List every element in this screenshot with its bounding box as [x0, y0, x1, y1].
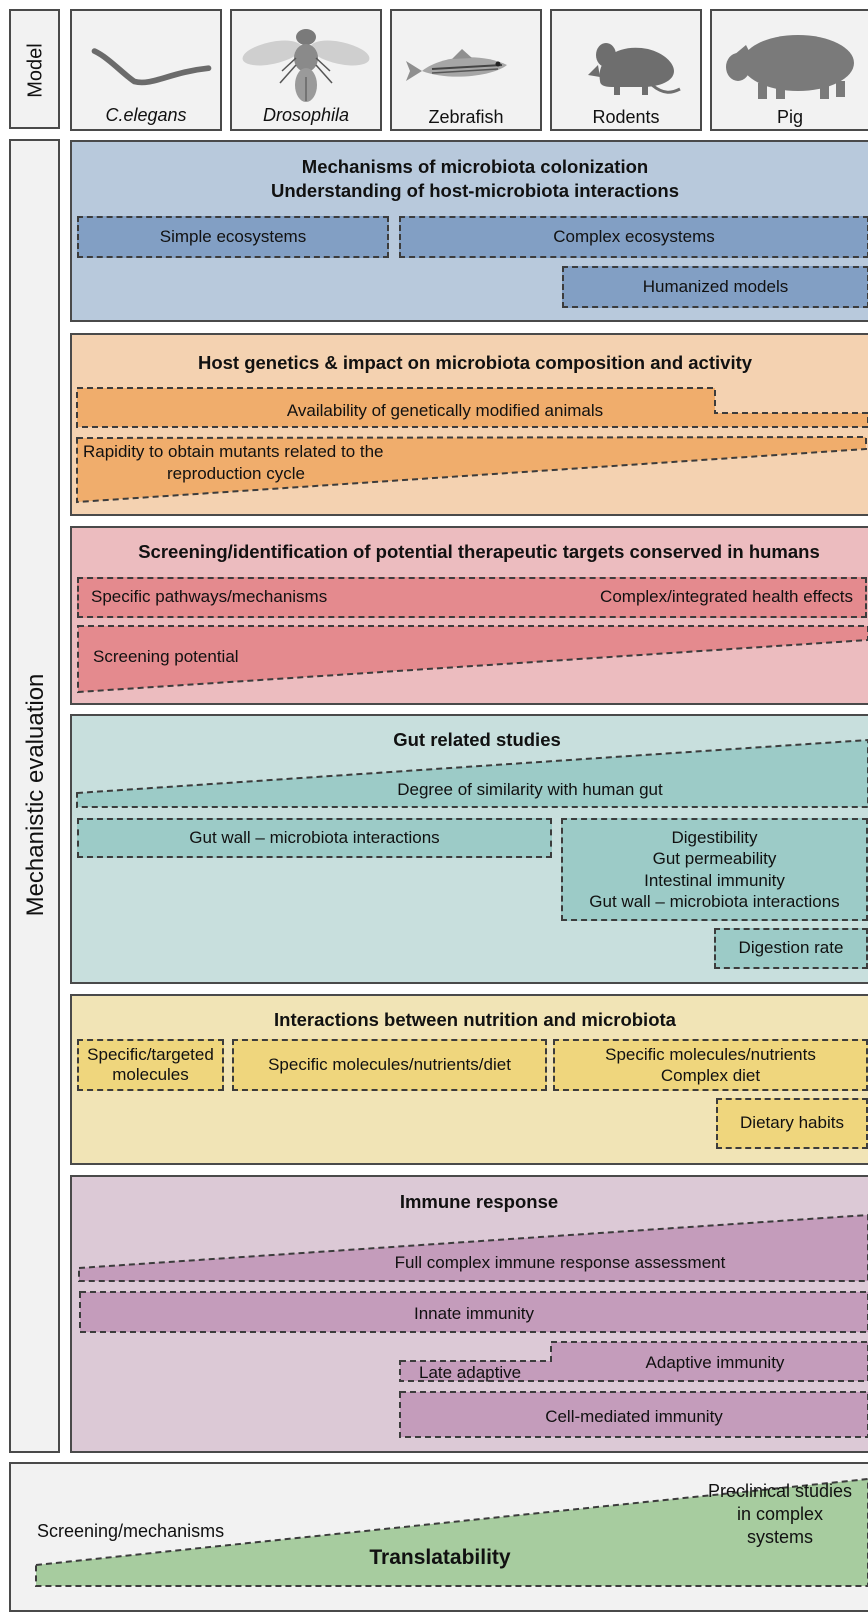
- gut-wall-left-box: Gut wall – microbiota interactions: [77, 818, 552, 858]
- mechanistic-label: Mechanistic evaluation: [22, 673, 49, 917]
- dietary-habits-box: Dietary habits: [716, 1098, 868, 1149]
- colonization-title-2: Understanding of host-microbiota interac…: [270, 180, 680, 201]
- gut-wall-right-label: Gut wall – microbiota interactions: [589, 891, 840, 911]
- late-adaptive-label: Late adaptive: [419, 1363, 522, 1382]
- screening-mechanisms-label: Screening/mechanisms: [37, 1521, 225, 1541]
- humanized-models-label: Humanized models: [642, 276, 789, 296]
- preclinical-line-2: in complex: [736, 1504, 824, 1525]
- screening-potential-label: Screening potential: [93, 647, 239, 666]
- gm-animals-label: Availability of genetically modified ani…: [286, 401, 604, 420]
- screening-title: Screening/identification of potential th…: [138, 541, 820, 562]
- organism-name-rodents: Rodents: [592, 107, 660, 127]
- organism-card-celegans: C.elegans: [70, 9, 222, 131]
- dietary-habits-label: Dietary habits: [740, 1113, 844, 1133]
- organism-name-drosophila: Drosophila: [262, 105, 350, 125]
- molecules-diet-label: Specific molecules/nutrients/diet: [268, 1054, 511, 1074]
- mouse-icon: [588, 43, 681, 95]
- pathways-box: Specific pathways/mechanisms Complex/int…: [77, 577, 867, 618]
- nutrition-title: Interactions between nutrition and micro…: [274, 1009, 676, 1030]
- intestinal-immunity-label: Intestinal immunity: [644, 870, 785, 890]
- gut-wall-left-label: Gut wall – microbiota interactions: [189, 827, 440, 847]
- pathways-label: Specific pathways/mechanisms: [91, 587, 328, 607]
- complex-ecosystems-label: Complex ecosystems: [553, 226, 715, 246]
- translatability-label: Translatability: [369, 1546, 511, 1569]
- adaptive-immunity-label: Adaptive immunity: [645, 1353, 785, 1372]
- worm-icon: [91, 48, 212, 86]
- complex-diet-label-1: Specific molecules/nutrients: [605, 1044, 816, 1064]
- full-immune-label: Full complex immune response assessment: [394, 1253, 726, 1272]
- innate-immunity-label: Innate immunity: [414, 1304, 534, 1323]
- gut-title: Gut related studies: [393, 729, 561, 750]
- organism-card-zebrafish: Zebrafish: [390, 9, 542, 131]
- preclinical-line-1: Preclinical studies: [707, 1481, 853, 1501]
- organism-card-pig: Pig: [710, 9, 868, 131]
- pig-icon: [726, 35, 854, 99]
- colonization-title-1: Mechanisms of microbiota colonization: [301, 156, 649, 177]
- fly-icon: [242, 29, 370, 102]
- organism-name-zebrafish: Zebrafish: [428, 107, 504, 127]
- immune-title: Immune response: [399, 1191, 559, 1212]
- digestion-rate-box: Digestion rate: [714, 928, 868, 969]
- fish-icon: [406, 49, 507, 81]
- complex-diet-label-2: Complex diet: [660, 1066, 761, 1085]
- targeted-molecules-label-1: Specific/targeted: [87, 1044, 214, 1064]
- gut-permeability-label: Gut permeability: [652, 849, 777, 869]
- simple-ecosystems-box: Simple ecosystems: [77, 216, 389, 258]
- simple-ecosystems-label: Simple ecosystems: [159, 226, 307, 246]
- molecules-diet-box: Specific molecules/nutrients/diet: [232, 1039, 547, 1091]
- model-label: Model: [24, 43, 47, 98]
- genetics-title: Host genetics & impact on microbiota com…: [197, 352, 753, 373]
- rapidity-label-2: reproduction cycle: [167, 464, 305, 483]
- digestion-rate-label: Digestion rate: [738, 938, 844, 958]
- similarity-label: Degree of similarity with human gut: [397, 780, 663, 799]
- mechanistic-label-box: Mechanistic evaluation: [9, 139, 60, 1453]
- organism-name-pig: Pig: [776, 107, 803, 127]
- organism-card-drosophila: Drosophila: [230, 9, 382, 131]
- targeted-molecules-box: Specific/targeted molecules: [77, 1039, 224, 1091]
- cell-mediated-label: Cell-mediated immunity: [545, 1407, 723, 1426]
- complex-ecosystems-box: Complex ecosystems: [399, 216, 868, 258]
- complex-diet-box: Specific molecules/nutrients Complex die…: [553, 1039, 868, 1091]
- preclinical-label: Preclinical studies in complex systems: [700, 1480, 860, 1549]
- organism-name-celegans: C.elegans: [105, 105, 187, 125]
- model-label-box: Model: [9, 9, 60, 129]
- rapidity-label-1: Rapidity to obtain mutants related to th…: [83, 442, 384, 461]
- preclinical-line-3: systems: [746, 1527, 813, 1548]
- targeted-molecules-label-2: molecules: [112, 1065, 189, 1084]
- health-effects-label: Complex/integrated health effects: [600, 587, 853, 607]
- organism-card-rodents: Rodents: [550, 9, 702, 131]
- gut-right-box: Digestibility Gut permeability Intestina…: [561, 818, 868, 921]
- humanized-models-box: Humanized models: [562, 266, 868, 308]
- digestibility-label: Digestibility: [671, 828, 758, 847]
